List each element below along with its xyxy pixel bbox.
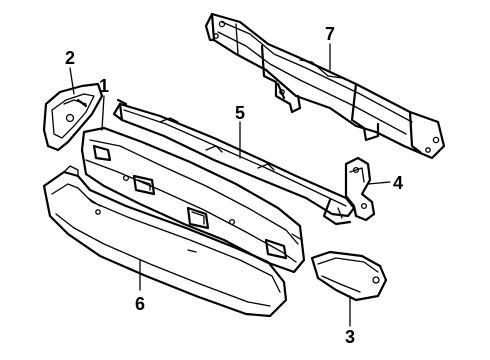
part-5-reinforcement (112, 98, 356, 226)
leader-line-1 (101, 95, 105, 131)
callout-labels: 2 1 5 7 4 6 3 (65, 24, 403, 347)
callout-6: 6 (135, 294, 145, 314)
part-4-bracket (344, 156, 376, 222)
callout-4: 4 (393, 173, 403, 193)
callout-2: 2 (65, 48, 75, 68)
leader-line-4 (367, 181, 391, 185)
part-1-face-bar (80, 126, 306, 274)
leader-lines (69, 43, 391, 327)
part-6-bumper-cover (42, 165, 288, 318)
part-3-end-cap (310, 250, 388, 302)
callout-7: 7 (325, 24, 335, 44)
callout-5: 5 (235, 103, 245, 123)
callout-1: 1 (99, 76, 109, 96)
part-7-frame-crossmember (204, 12, 446, 160)
part-2-bracket (42, 82, 104, 152)
callout-3: 3 (345, 327, 355, 347)
leader-line-2 (69, 67, 75, 95)
